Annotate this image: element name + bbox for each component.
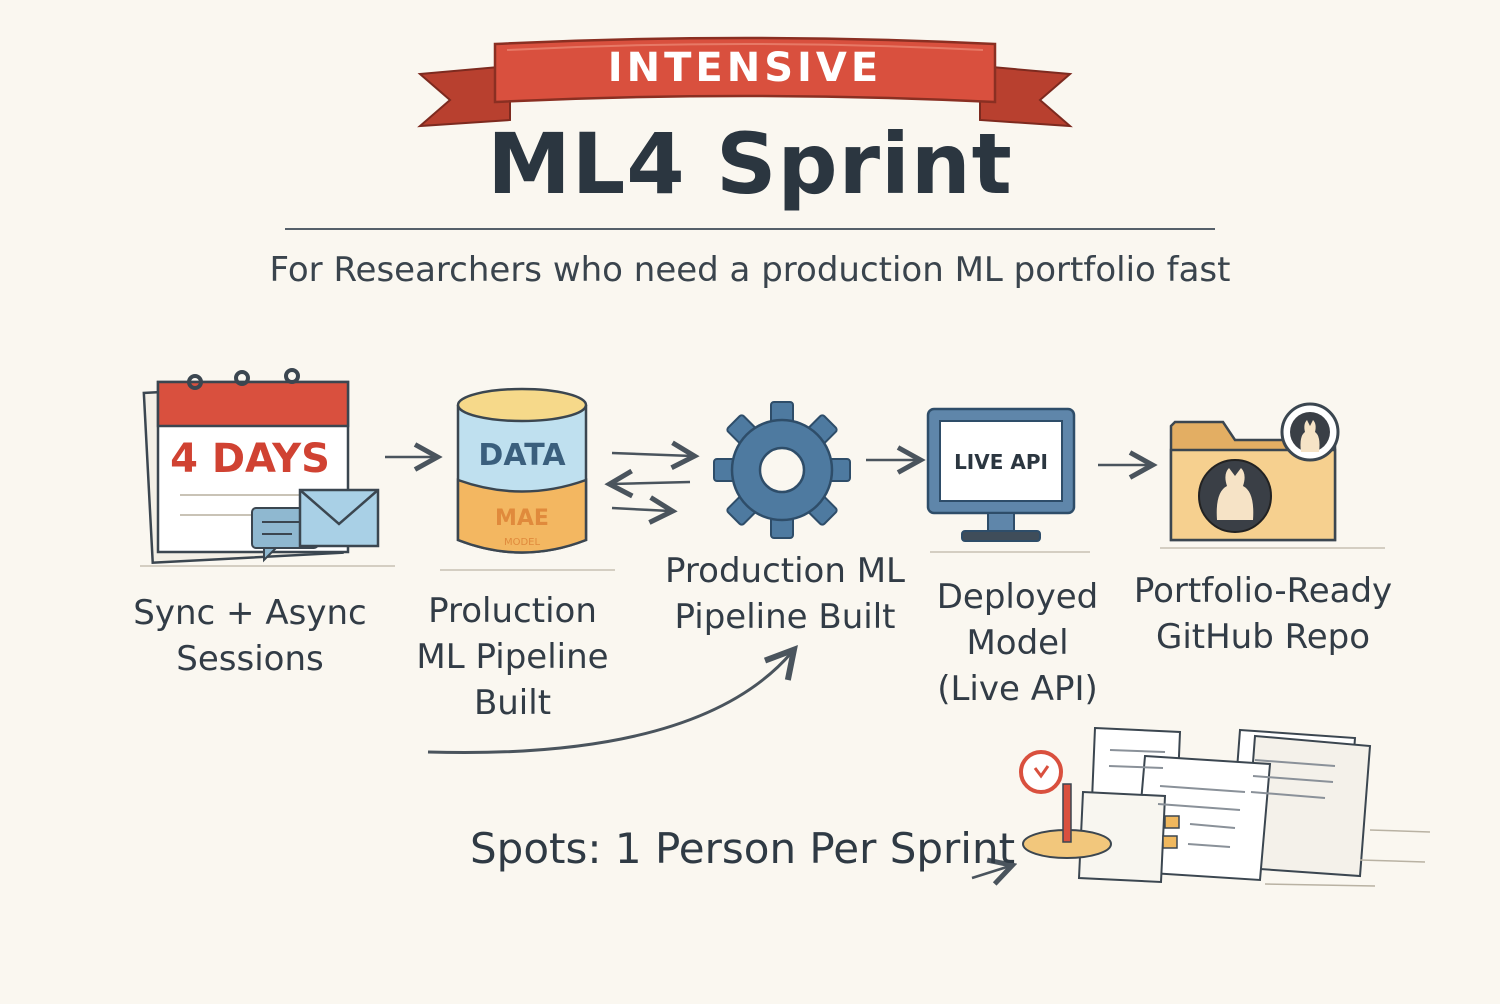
step-github-folder [1165,400,1350,550]
documents-icon [1019,726,1431,887]
checkbox-icon [1164,815,1180,829]
gear-icon [713,401,851,539]
step-label-github-repo: Portfolio-Ready GitHub Repo [1133,571,1393,658]
documents-illustration [1015,720,1435,890]
calendar-icon: 4 DAYS [142,368,380,565]
step-label-production-pipeline: Production ML Pipeline Built [665,551,905,638]
step-calendar: 4 DAYS [140,360,390,570]
database-mae-text: MAE [495,506,549,531]
step-database: DATA MAE MODEL [450,385,595,570]
step-label-deployed-model: Deployed Model (Live API) [936,577,1099,710]
github-folder-icon [1169,402,1340,542]
page-title: ML4 Sprint [487,115,1013,213]
step-monitor: LIVE API [922,405,1082,550]
title-divider [285,228,1215,230]
step-label-pipeline-built: Proluction ML Pipeline Built [416,591,609,724]
banner-ribbon-shape [417,36,1073,128]
monitor-icon: LIVE API [926,407,1076,542]
calendar-days-text: 4 DAYS [170,436,330,482]
intensive-banner: INTENSIVE [415,30,1075,130]
banner-label: INTENSIVE [607,45,883,91]
database-model-text: MODEL [504,537,541,548]
page-subtitle: For Researchers who need a production ML… [269,250,1231,290]
spots-text: Spots: 1 Person Per Sprint [470,824,1016,873]
database-data-text: DATA [478,438,566,473]
step-label-sync-async: Sync + Async Sessions [133,593,367,680]
monitor-live-api-text: LIVE API [954,450,1048,474]
step-gear [712,400,852,540]
checkbox-icon [1162,835,1178,849]
database-icon: DATA MAE MODEL [456,387,588,554]
